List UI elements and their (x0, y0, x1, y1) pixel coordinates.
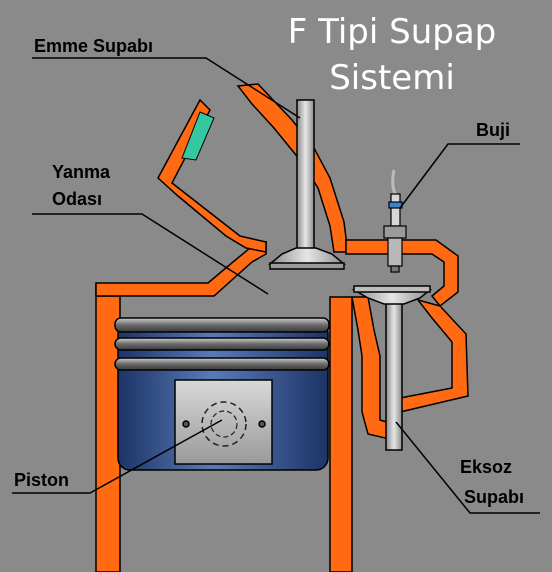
piston (114, 317, 330, 471)
label-exhaust-line2: Supabı (464, 487, 524, 507)
piston-ring-1 (114, 317, 330, 333)
leader-spark-plug (399, 143, 520, 209)
piston-pin-boss (174, 379, 273, 465)
label-spark-plug: Buji (476, 120, 510, 140)
leader-piston (12, 419, 223, 494)
diagram-title-line2: Sistemi (329, 58, 455, 98)
cylinder-wall (95, 240, 353, 572)
exhaust-valve (351, 285, 433, 451)
coolant-passage (181, 111, 215, 161)
cylinder-head (157, 83, 469, 441)
leader-chamber (32, 213, 269, 295)
label-chamber-line1: Yanma (52, 162, 111, 182)
leader-lines (12, 57, 540, 514)
piston-ring-2 (114, 337, 330, 351)
intake-valve (267, 99, 347, 270)
label-exhaust-line1: Eksoz (460, 457, 512, 477)
piston-ring-3 (114, 357, 330, 371)
leader-exhaust-valve (395, 421, 540, 514)
label-intake-valve: Emme Supabı (34, 36, 153, 56)
diagram-title-line1: F Tipi Supap (288, 12, 497, 52)
label-chamber-line2: Odası (52, 189, 102, 209)
piston-pin (201, 401, 247, 447)
leader-intake-valve (32, 57, 301, 119)
label-piston: Piston (14, 470, 69, 490)
spark-plug (383, 169, 407, 273)
